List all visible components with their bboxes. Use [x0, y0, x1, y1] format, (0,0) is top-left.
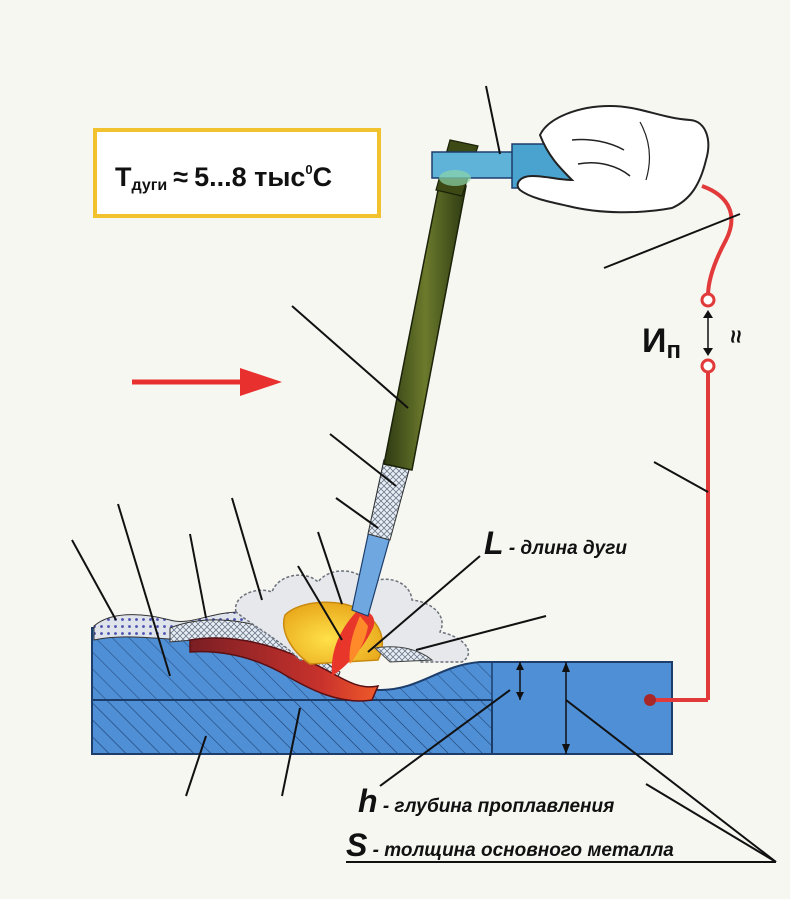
ground-clamp-dot [644, 694, 656, 706]
penetration-symbol: h [358, 783, 378, 819]
arc-length-symbol: L [484, 525, 504, 561]
temperature-subscript: дуги [132, 177, 168, 194]
temperature-box: Tдуги ≈5...8 тыс0C [93, 128, 381, 218]
terminal-top [700, 292, 716, 308]
temperature-formula: Tдуги ≈5...8 тыс0C [115, 162, 332, 194]
thickness-text: - толщина основного металла [367, 840, 674, 861]
welding-direction-arrow [132, 368, 282, 396]
temperature-box-frame [93, 128, 381, 218]
penetration-dimension [516, 662, 524, 700]
temperature-symbol: T [115, 162, 132, 192]
current-type-symbol: ≈ [722, 330, 749, 343]
thickness-dimension [562, 662, 570, 754]
leader-lines [71, 85, 777, 863]
approx-sign: ≈ [173, 162, 188, 192]
power-source-subscript: п [666, 337, 681, 364]
penetration-text: - глубина проплавления [378, 796, 615, 817]
arc-length-label: L - длина дуги [484, 525, 627, 561]
terminal-bottom [700, 358, 716, 374]
power-source-label: Ип [642, 322, 681, 364]
gloved-hand [516, 104, 710, 214]
arc-length-text: - длина дуги [504, 538, 628, 559]
thickness-label: S - толщина основного металла [346, 827, 674, 863]
power-source-symbol: И [642, 322, 666, 360]
thickness-symbol: S [346, 827, 368, 863]
temperature-unit: C [313, 162, 333, 192]
temperature-value: 5...8 тыс [194, 162, 305, 192]
welding-arc [331, 611, 375, 676]
weld-seam [93, 611, 380, 702]
penetration-label: h - глубина проплавления [358, 783, 614, 819]
degree-sign: 0 [305, 162, 312, 177]
power-cable [644, 184, 734, 706]
